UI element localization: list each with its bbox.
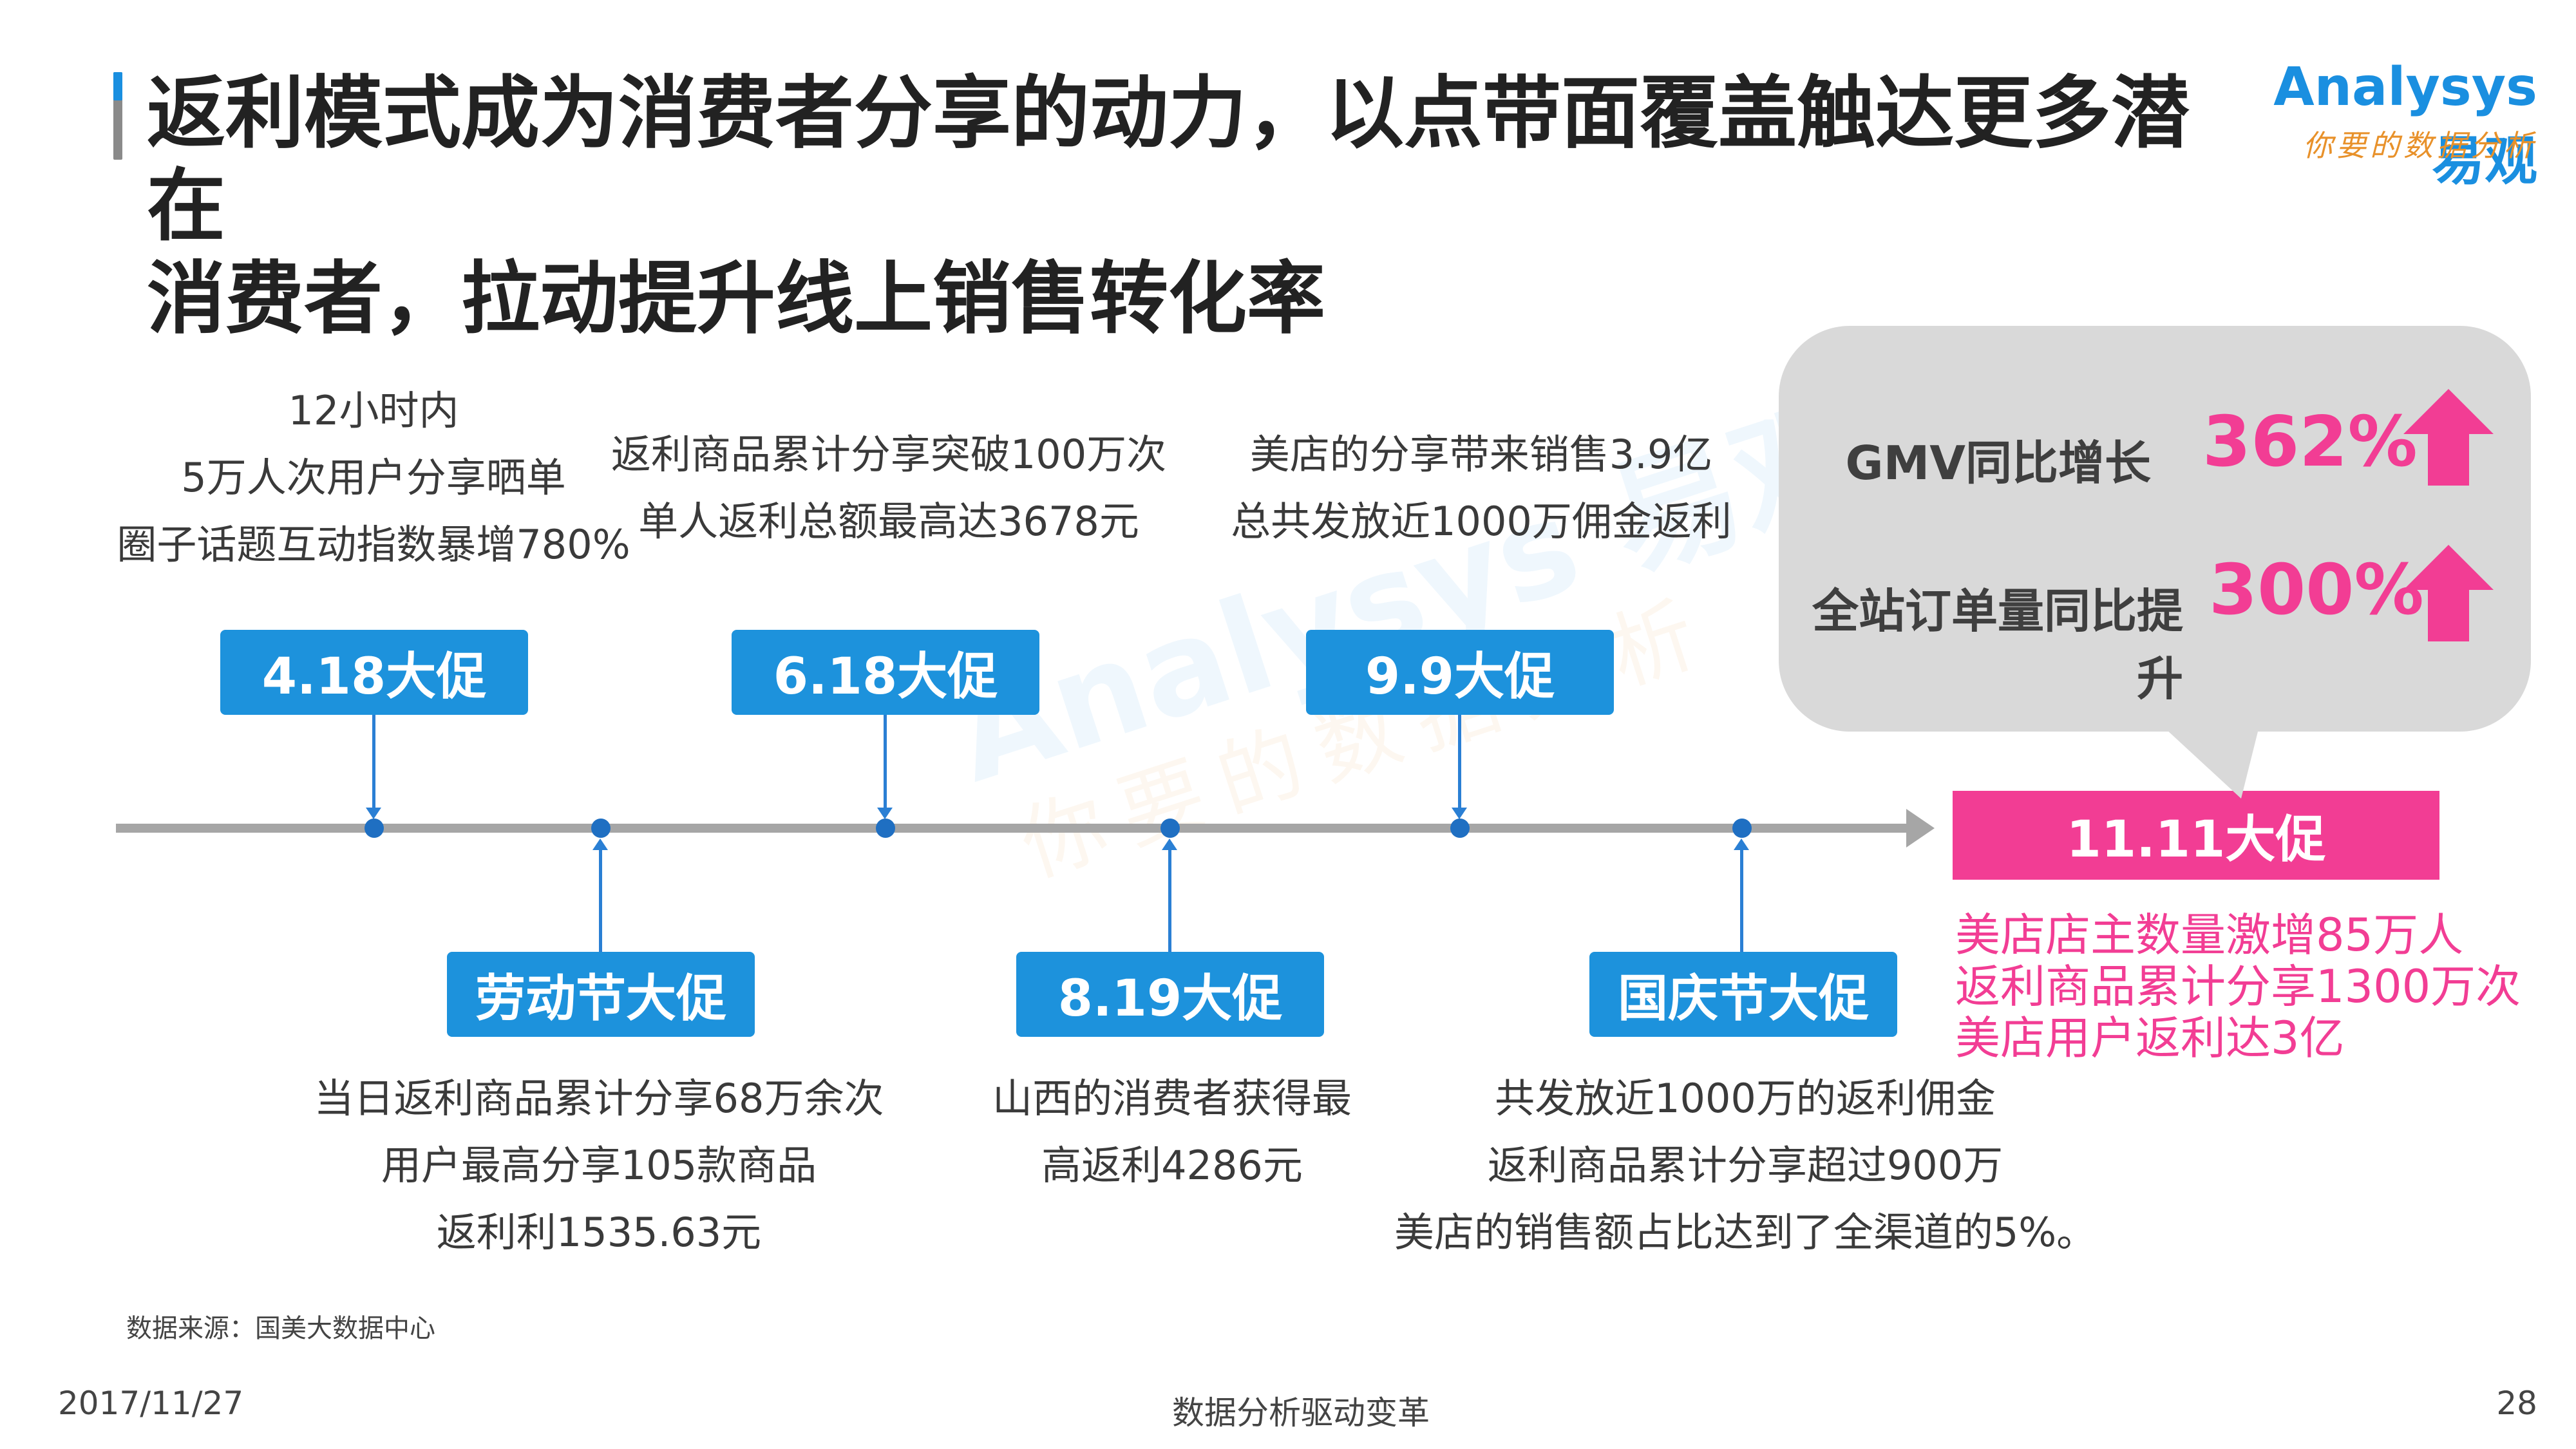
stats-callout xyxy=(1779,326,2531,732)
connector-line xyxy=(1740,848,1743,952)
event-box-labor-day: 劳动节大促 xyxy=(447,952,755,1037)
connector-arrow xyxy=(1162,838,1177,850)
footer-tagline: 数据分析驱动变革 xyxy=(1172,1394,1430,1432)
connector-line xyxy=(1168,848,1171,952)
connector-line xyxy=(599,848,602,952)
timeline-dot xyxy=(1450,819,1470,838)
event-note-1111: 美店店主数量激增85万人 返利商品累计分享1300万次 美店用户返利达3亿 xyxy=(1955,909,2521,1065)
event-box-819: 8.19大促 xyxy=(1016,952,1324,1037)
brand-logo: Analysys 易观 xyxy=(2273,57,2537,192)
event-box-1111: 11.11大促 xyxy=(1953,791,2439,880)
event-note-418: 12小时内 5万人次用户分享晒单 圈子话题互动指数暴增780% xyxy=(117,387,630,568)
footer-date: 2017/11/27 xyxy=(58,1385,244,1422)
timeline-dot xyxy=(591,819,611,838)
connector-arrow xyxy=(366,808,381,819)
connector-arrow xyxy=(877,808,893,819)
title-accent-bar xyxy=(113,72,122,160)
event-note-618: 返利商品累计分享突破100万次 单人返利总额最高达3678元 xyxy=(611,431,1167,545)
brand-slogan: 你要的数据分析 xyxy=(2303,128,2537,163)
timeline-axis xyxy=(116,824,1919,833)
timeline-arrowhead xyxy=(1906,809,1935,848)
connector-line xyxy=(884,715,887,813)
connector-arrow xyxy=(1734,838,1749,850)
stats-callout-tail xyxy=(2157,721,2260,799)
stat-value-orders: 300% xyxy=(2209,550,2424,630)
stat-label-orders: 全站订单量同比提升 xyxy=(1812,584,2183,706)
stat-label-gmv: GMV同比增长 xyxy=(1845,436,2151,490)
event-box-99: 9.9大促 xyxy=(1306,630,1614,715)
timeline-dot xyxy=(365,819,384,838)
up-arrow-icon xyxy=(2403,545,2494,641)
timeline-dot xyxy=(1160,819,1180,838)
connector-arrow xyxy=(592,838,608,850)
connector-line xyxy=(372,715,375,813)
event-note-99: 美店的分享带来销售3.9亿 总共发放近1000万佣金返利 xyxy=(1231,431,1732,545)
event-note-national-day: 共发放近1000万的返利佣金 返利商品累计分享超过900万 美店的销售额占比达到… xyxy=(1394,1075,2097,1256)
timeline-dot xyxy=(1732,819,1752,838)
event-box-618: 6.18大促 xyxy=(732,630,1039,715)
page-title: 返利模式成为消费者分享的动力，以点带面覆盖触达更多潜在 消费者，拉动提升线上销售… xyxy=(147,68,2190,345)
connector-line xyxy=(1458,715,1461,813)
page-number: 28 xyxy=(2496,1385,2537,1422)
stat-value-gmv: 362% xyxy=(2202,402,2418,482)
timeline-dot xyxy=(876,819,895,838)
data-source: 数据来源：国美大数据中心 xyxy=(126,1314,435,1343)
event-note-labor-day: 当日返利商品累计分享68万余次 用户最高分享105款商品 返利利1535.63元 xyxy=(314,1075,884,1256)
connector-arrow xyxy=(1452,808,1467,819)
event-box-national-day: 国庆节大促 xyxy=(1589,952,1897,1037)
event-box-418: 4.18大促 xyxy=(220,630,528,715)
up-arrow-icon xyxy=(2403,389,2494,486)
event-note-819: 山西的消费者获得最 高返利4286元 xyxy=(992,1075,1352,1189)
